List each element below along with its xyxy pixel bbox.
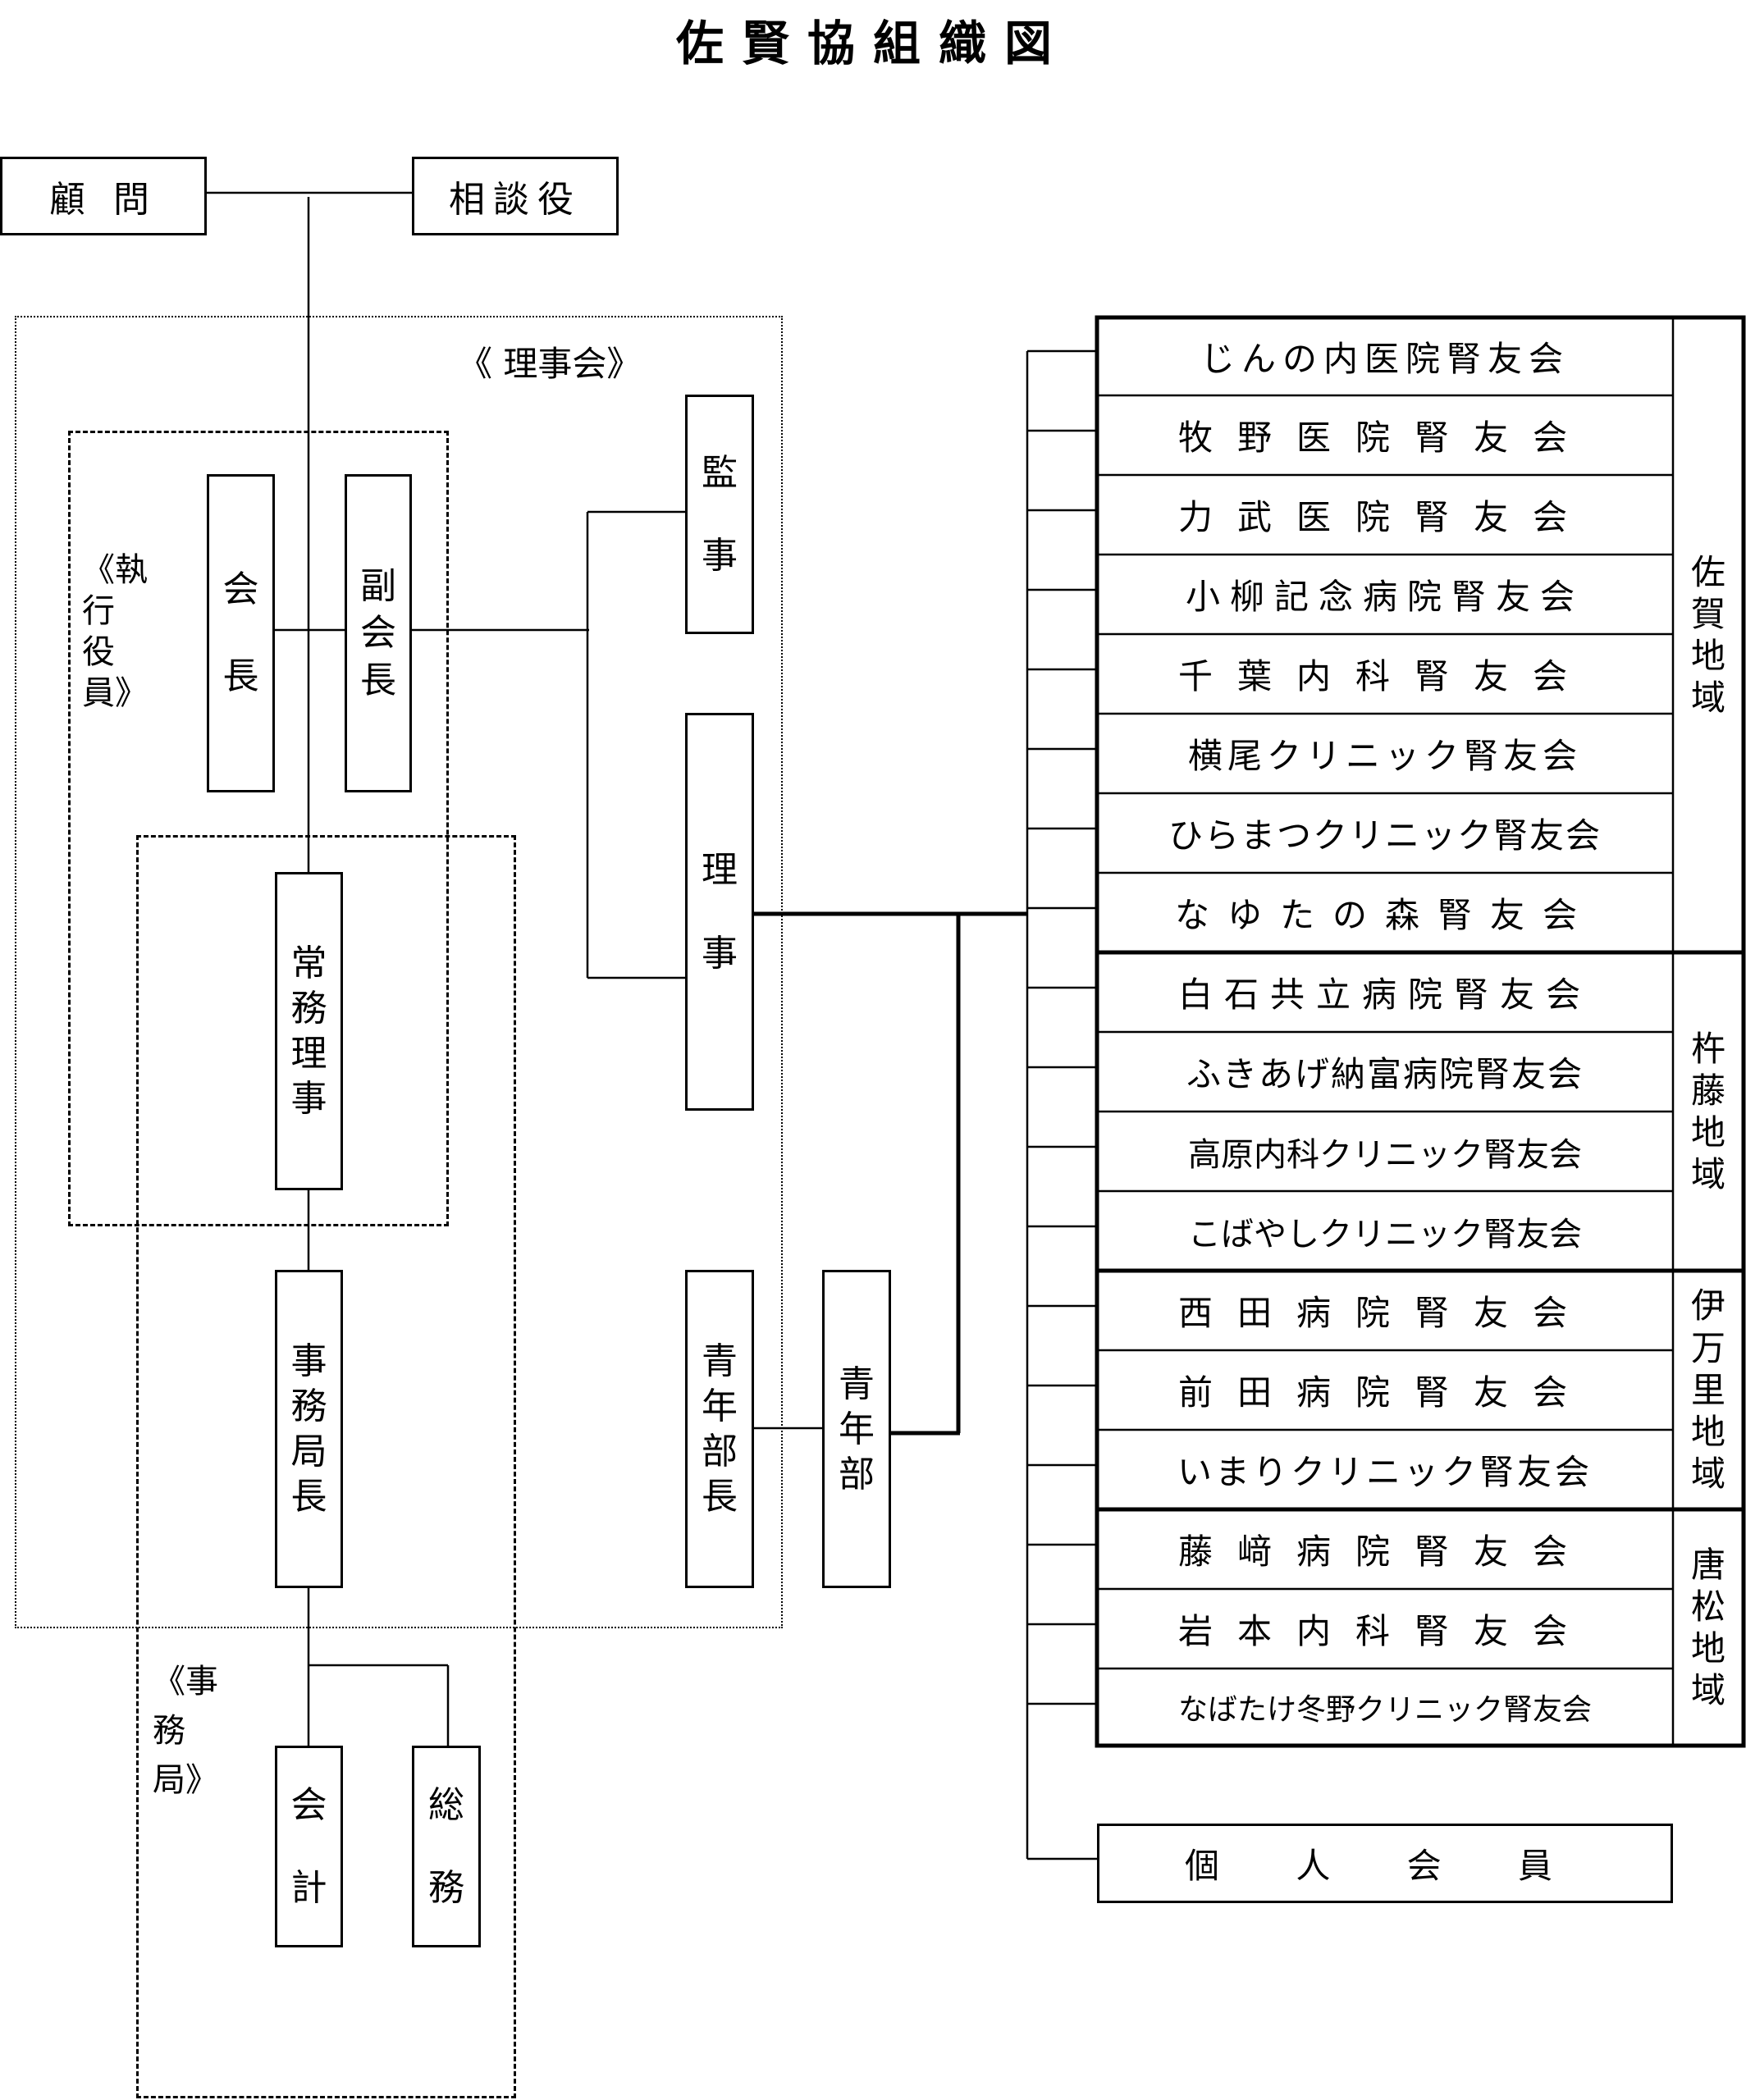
club-row: ふきあげ納富病院腎友会	[1097, 1032, 1673, 1112]
club-name: いまりクリニック腎友会	[1177, 1452, 1593, 1492]
president-label: 会長	[222, 568, 259, 697]
vice-president-box: 副会長	[345, 474, 412, 792]
club-name: 力武医院腎友会	[1177, 497, 1592, 537]
auditor-box: 監事	[685, 395, 754, 634]
region-saga: 佐賀地域	[1673, 317, 1744, 952]
club-row: 千葉内科腎友会	[1097, 634, 1673, 714]
club-name: 藤﨑病院腎友会	[1177, 1532, 1592, 1572]
youth-dept-box: 青年部	[822, 1270, 891, 1588]
vice-president-label: 副会長	[360, 565, 396, 701]
region-karamatsu: 唐松地域	[1673, 1509, 1744, 1746]
president-box: 会長	[207, 474, 275, 792]
club-row: 岩本内科腎友会	[1097, 1589, 1673, 1669]
club-name: 千葉内科腎友会	[1177, 656, 1592, 696]
general-affairs-label: 総務	[428, 1783, 464, 1909]
club-row: 白石共立病院腎友会	[1097, 952, 1673, 1032]
managing-director-box: 常務理事	[275, 872, 343, 1190]
club-row: 牧野医院腎友会	[1097, 395, 1673, 475]
board-label: 《 理事会》	[458, 344, 642, 384]
club-name: 岩本内科腎友会	[1177, 1611, 1592, 1651]
club-name: 白石共立病院腎友会	[1177, 975, 1592, 1015]
club-row: 小柳記念病院腎友会	[1097, 555, 1673, 634]
board-group	[15, 316, 783, 1628]
secretary-general-box: 事務局長	[275, 1270, 343, 1588]
page-title: 佐賢協組織図	[675, 16, 1070, 71]
club-name: 小柳記念病院腎友会	[1185, 577, 1584, 617]
club-row: 前田病院腎友会	[1097, 1350, 1673, 1430]
region-label: 杵藤地域	[1691, 1028, 1726, 1195]
individual-members-box: 個 人 会 員	[1097, 1824, 1673, 1903]
club-name: 牧野医院腎友会	[1177, 418, 1592, 458]
club-row: こばやしクリニック腎友会	[1097, 1191, 1673, 1271]
region-kitou: 杵藤地域	[1673, 952, 1744, 1271]
general-affairs-box: 総務	[412, 1746, 481, 1947]
youth-chief-box: 青年部長	[685, 1270, 754, 1588]
club-name: 高原内科クリニック腎友会	[1188, 1135, 1582, 1174]
club-row: 藤﨑病院腎友会	[1097, 1509, 1673, 1589]
club-row: いまりクリニック腎友会	[1097, 1430, 1673, 1509]
auditor-label: 監事	[702, 451, 738, 577]
club-name: 前田病院腎友会	[1177, 1372, 1592, 1413]
region-imari: 伊万里地域	[1673, 1271, 1744, 1509]
accounting-label: 会計	[290, 1783, 327, 1909]
club-row: 高原内科クリニック腎友会	[1097, 1112, 1673, 1191]
club-name: 西田病院腎友会	[1177, 1293, 1592, 1333]
office-label: 《事 務 局》	[153, 1663, 218, 1799]
club-name: ひらまつクリニック腎友会	[1168, 815, 1602, 856]
accounting-box: 会計	[275, 1746, 343, 1947]
region-label: 佐賀地域	[1691, 551, 1726, 719]
club-row: 西田病院腎友会	[1097, 1271, 1673, 1350]
club-name: なばたけ冬野クリニック腎友会	[1177, 1693, 1592, 1727]
region-label: 唐松地域	[1691, 1544, 1726, 1711]
club-name: なゆたの森腎友会	[1174, 895, 1595, 935]
club-name: 横尾クリニック腎友会	[1187, 736, 1582, 776]
director-box: 理事	[685, 713, 754, 1111]
region-label: 伊万里地域	[1691, 1285, 1726, 1495]
counselor-box: 相談役	[412, 157, 619, 235]
counselor-label: 相談役	[449, 179, 582, 221]
club-row: なゆたの森腎友会	[1097, 873, 1673, 952]
club-row: なばたけ冬野クリニック腎友会	[1097, 1669, 1673, 1746]
club-row: じんの内医院腎友会	[1097, 317, 1673, 395]
club-row: 横尾クリニック腎友会	[1097, 714, 1673, 793]
director-label: 理事	[702, 849, 738, 975]
club-name: ふきあげ納富病院腎友会	[1186, 1054, 1584, 1094]
club-name: こばやしクリニック腎友会	[1188, 1215, 1582, 1253]
club-row: 力武医院腎友会	[1097, 475, 1673, 555]
youth-dept-label: 青年部	[839, 1363, 875, 1495]
club-name: じんの内医院腎友会	[1200, 339, 1570, 379]
youth-chief-label: 青年部長	[702, 1340, 738, 1518]
executive-group	[68, 431, 449, 1226]
secretary-general-label: 事務局長	[290, 1340, 327, 1518]
club-row: ひらまつクリニック腎友会	[1097, 793, 1673, 873]
managing-director-label: 常務理事	[290, 943, 327, 1120]
advisor-box: 顧 問	[0, 157, 207, 235]
office-group	[136, 835, 516, 2098]
individual-members-label: 個 人 会 員	[1184, 1846, 1586, 1886]
executive-label: 《執行役員》	[82, 551, 148, 712]
advisor-label: 顧 問	[49, 179, 158, 221]
